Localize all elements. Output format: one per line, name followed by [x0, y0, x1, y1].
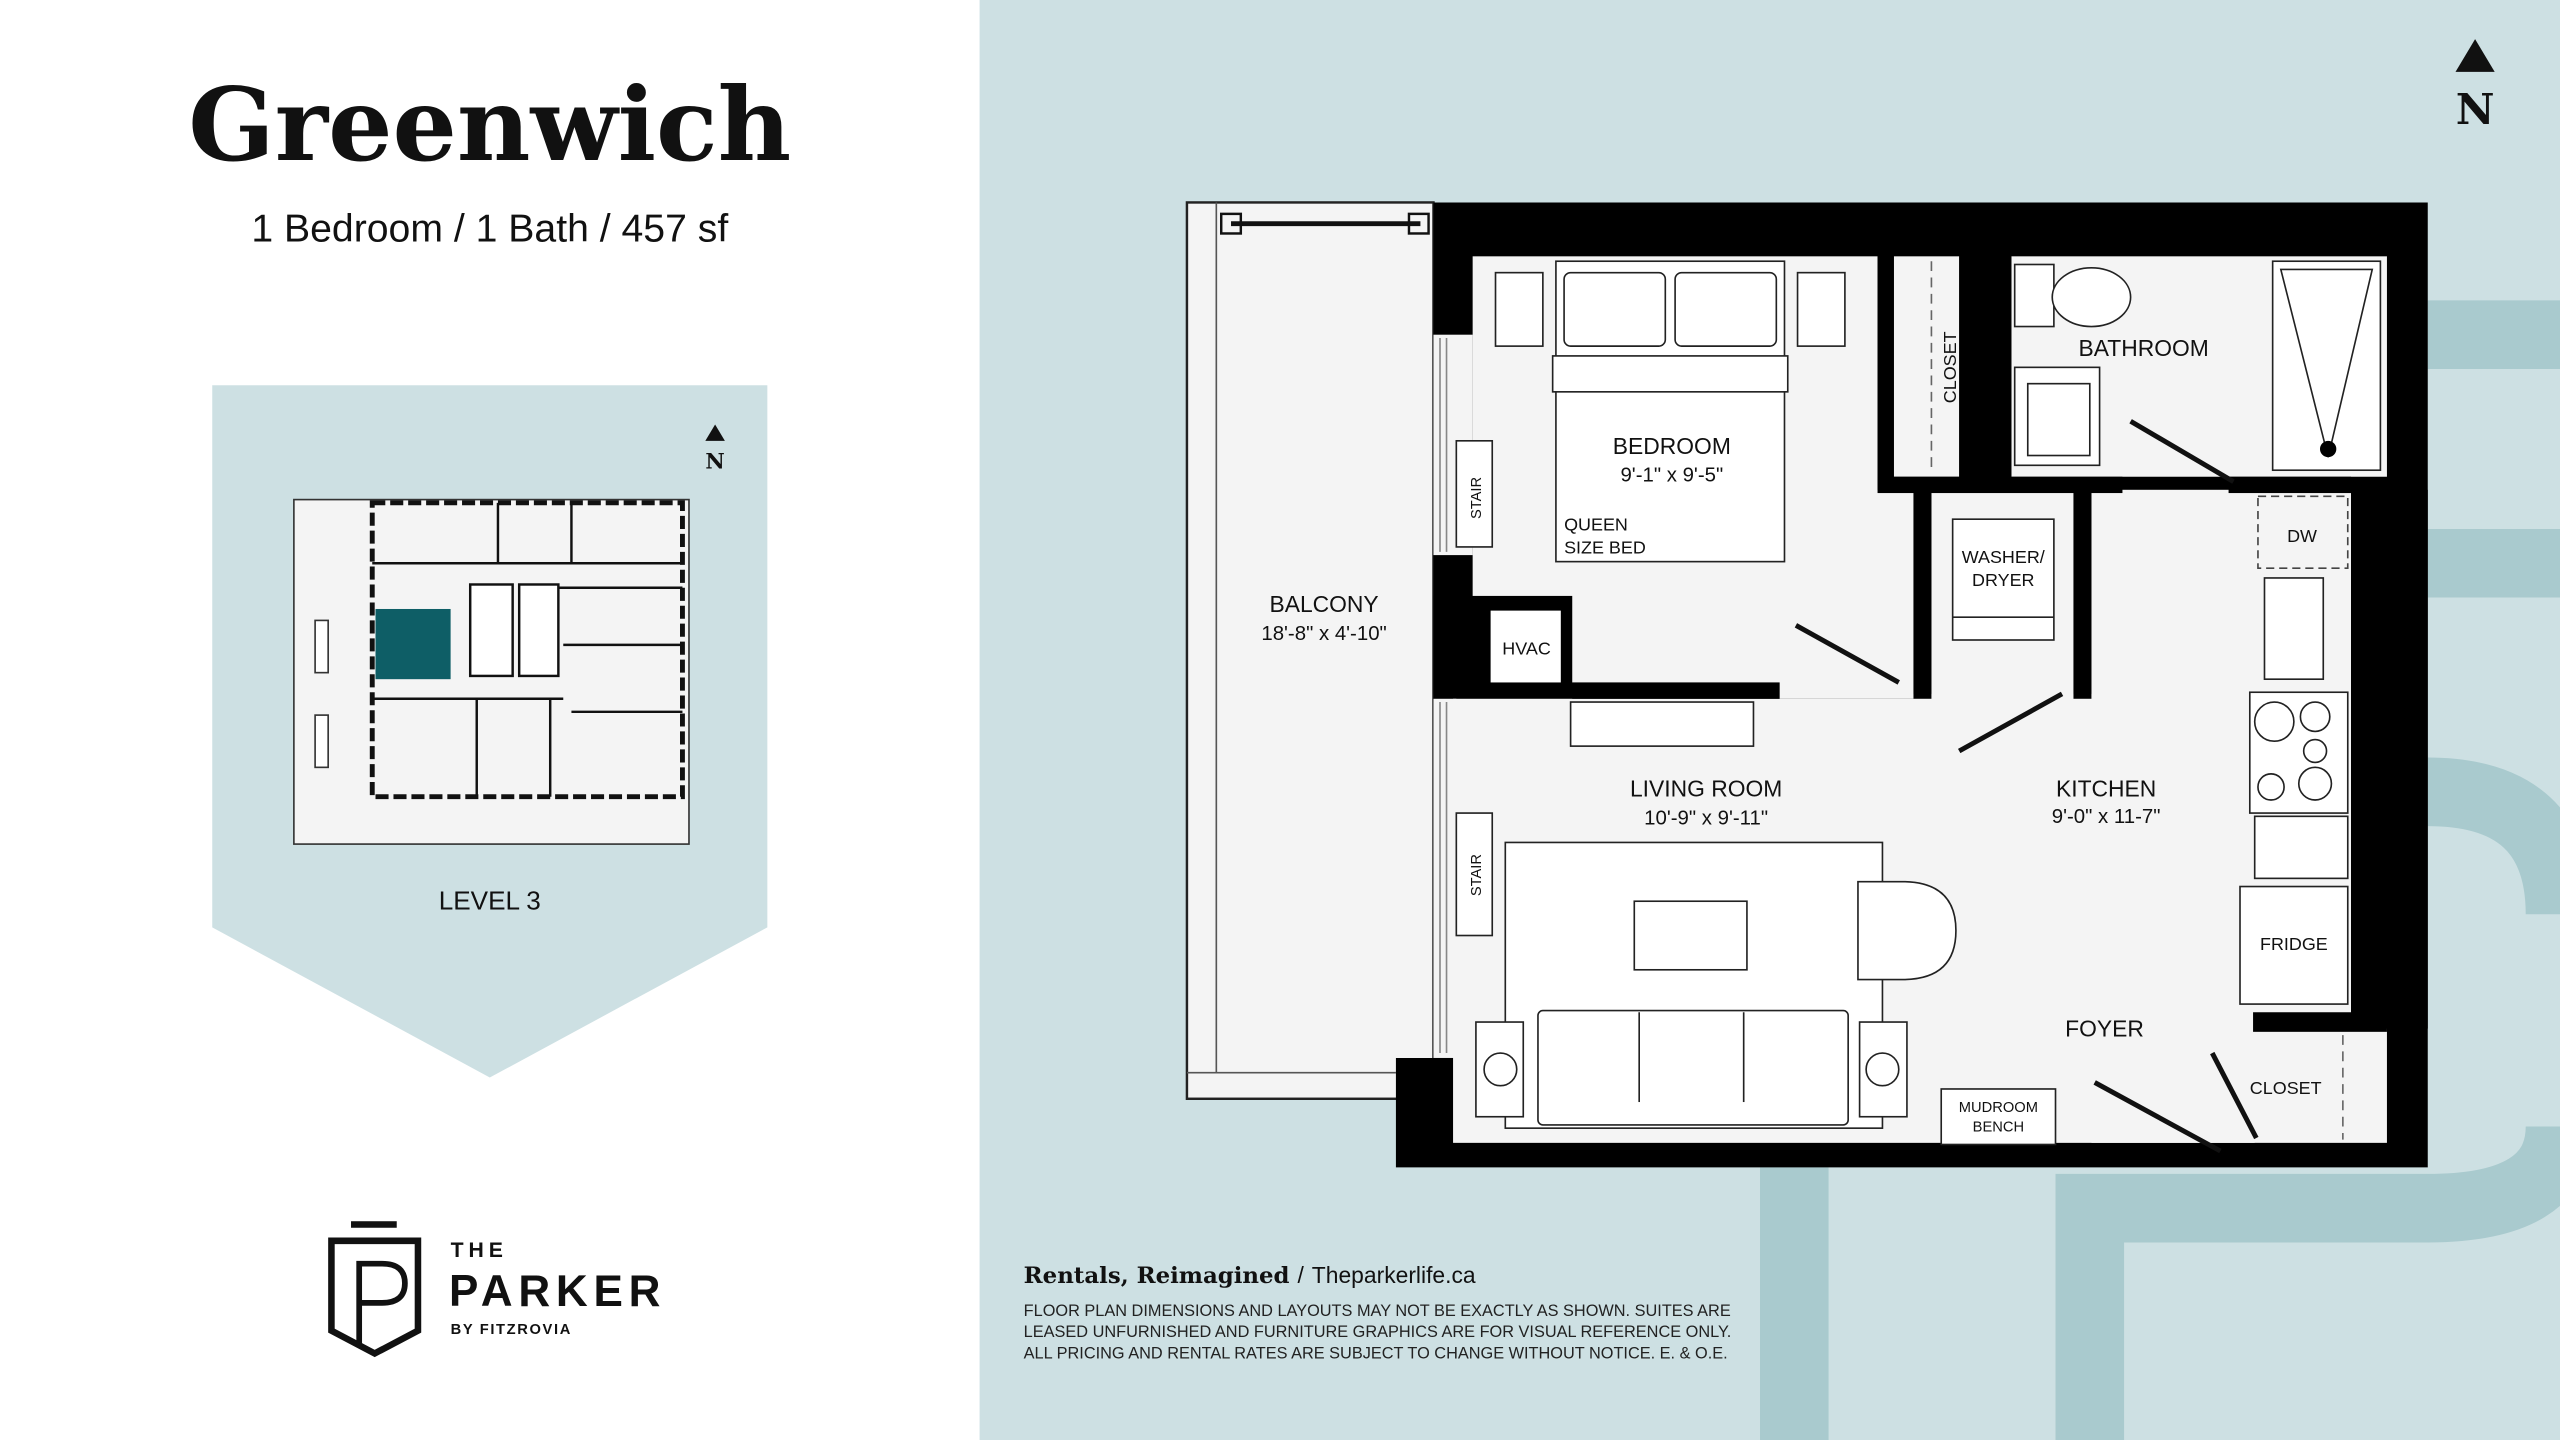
bedroom-dims: 9'-1" x 9'-5" — [1620, 465, 1723, 487]
disclaimer-line-1: FLOOR PLAN DIMENSIONS AND LAYOUTS MAY NO… — [1024, 1302, 1731, 1320]
hvac-unit — [1490, 610, 1561, 683]
unit-summary: 1 Bedroom / 1 Bath / 457 sf — [251, 208, 728, 251]
bed-label-2: SIZE BED — [1564, 537, 1646, 557]
balcony-dims: 18'-8" x 4'-10" — [1261, 623, 1386, 645]
floor-plan: HVAC BEDROOM 9'-1" x 9'-5" — [1185, 201, 2428, 1168]
bed-label-1: QUEEN — [1564, 515, 1628, 535]
tagline-separator: / — [1298, 1262, 1305, 1288]
north-arrow-icon — [2455, 39, 2495, 72]
keyplan-unit-highlight — [375, 608, 451, 680]
mudroom-label-2: BENCH — [1973, 1119, 2024, 1135]
keyplan-level-label: LEVEL 3 — [439, 885, 541, 915]
logo-byline: BY FITZROVIA — [451, 1322, 572, 1338]
keyplan-north-icon — [705, 424, 725, 441]
fridge-label: FRIDGE — [2260, 934, 2328, 954]
sofa — [1537, 1009, 1849, 1126]
dishwasher-label: DW — [2287, 526, 2317, 546]
washer-label-1: WASHER/ — [1962, 547, 2045, 567]
north-label: N — [2456, 85, 2495, 135]
tagline: Rentals, Reimagined — [1024, 1263, 1290, 1289]
stair-label-top: STAIR — [1469, 477, 1485, 519]
shower — [2271, 260, 2382, 472]
foyer-closet-label: CLOSET — [2250, 1078, 2322, 1098]
kitchen-dims: 9'-0" x 11-7" — [2052, 806, 2161, 828]
disclaimer-line-2: LEASED UNFURNISHED AND FURNITURE GRAPHIC… — [1024, 1323, 1732, 1341]
living-room-dims: 10'-9" x 9'-11" — [1644, 807, 1768, 829]
balcony-area — [1185, 201, 1435, 1100]
background-p-graphic — [1760, 300, 2560, 1440]
mudroom-label-1: MUDROOM — [1959, 1100, 2038, 1116]
keyplan: N LEVEL 3 — [212, 385, 768, 1078]
website-link[interactable]: Theparkerlife.ca — [1312, 1262, 1476, 1288]
bedroom-closet-label: CLOSET — [1940, 331, 1960, 403]
keyplan-map — [293, 498, 690, 845]
logo-the: THE — [451, 1239, 508, 1262]
foyer-label: FOYER — [2065, 1016, 2144, 1042]
living-room-label: LIVING ROOM — [1630, 776, 1782, 802]
stair-label-bottom: STAIR — [1469, 854, 1485, 896]
hvac-label: HVAC — [1502, 639, 1551, 659]
washer-label-2: DRYER — [1972, 570, 2035, 590]
footer-tagline-line: Rentals, Reimagined / Theparkerlife.ca — [1024, 1262, 1476, 1289]
keyplan-north-label: N — [705, 450, 724, 475]
page-title: Greenwich — [188, 65, 791, 184]
bedroom-label: BEDROOM — [1613, 433, 1731, 459]
the-parker-logo: THE PARKER BY FITZROVIA — [328, 1221, 666, 1358]
bathroom-label: BATHROOM — [2079, 335, 2209, 361]
fridge — [2239, 885, 2349, 1005]
balcony-label: BALCONY — [1269, 591, 1378, 617]
disclaimer-line-3: ALL PRICING AND RENTAL RATES ARE SUBJECT… — [1024, 1344, 1728, 1362]
kitchen-label: KITCHEN — [2056, 776, 2156, 802]
logo-name: PARKER — [449, 1267, 666, 1316]
